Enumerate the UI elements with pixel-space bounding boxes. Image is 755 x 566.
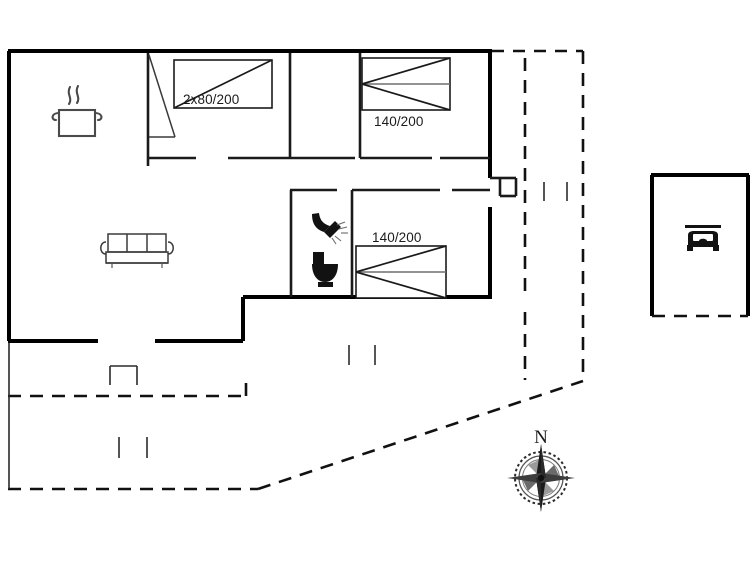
car-icon xyxy=(685,225,721,251)
door-swings xyxy=(109,54,176,385)
toilet-icon xyxy=(312,252,338,287)
sofa-icon xyxy=(100,233,174,268)
bed-label-bath: 140/200 xyxy=(372,230,422,245)
double-bed-north xyxy=(361,57,451,111)
terrace-dashed-boundary xyxy=(8,49,585,491)
interior-walls xyxy=(146,53,518,297)
bed-label-north: 140/200 xyxy=(374,114,424,129)
compass-north-label: N xyxy=(534,427,548,448)
bunk-bed xyxy=(173,59,273,109)
bunk-bed-label: 2x80/200 xyxy=(183,92,239,107)
carport xyxy=(650,173,750,318)
compass-rose: N xyxy=(507,427,575,512)
window-marks xyxy=(118,182,568,458)
shower-icon xyxy=(312,213,348,245)
cooking-pot-icon xyxy=(51,84,103,138)
double-bed-south xyxy=(355,245,447,299)
